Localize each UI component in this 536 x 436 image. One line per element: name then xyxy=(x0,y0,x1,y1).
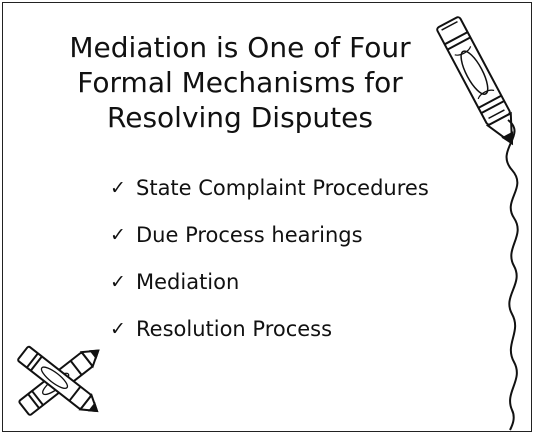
bullet-text: Resolution Process xyxy=(136,317,333,341)
bullet-item-resolution: ✓ Resolution Process xyxy=(110,317,429,341)
bullet-item-due-process: ✓ Due Process hearings xyxy=(110,223,429,247)
bullet-item-state-complaint: ✓ State Complaint Procedures xyxy=(110,176,429,200)
bullet-list: ✓ State Complaint Procedures ✓ Due Proce… xyxy=(110,176,429,364)
bullet-text: Due Process hearings xyxy=(136,223,363,247)
bullet-text: Mediation xyxy=(136,270,240,294)
title-line-3: Resolving Disputes xyxy=(107,101,373,134)
title-line-1: Mediation is One of Four xyxy=(69,31,411,64)
crayon-icon xyxy=(436,16,514,146)
check-icon: ✓ xyxy=(110,318,126,340)
slide-frame xyxy=(2,2,532,432)
squiggle-border xyxy=(505,119,519,431)
check-icon: ✓ xyxy=(110,271,126,293)
check-icon: ✓ xyxy=(110,224,126,246)
bullet-text: State Complaint Procedures xyxy=(136,176,429,200)
crossed-crayons-icon xyxy=(17,345,100,416)
bullet-item-mediation: ✓ Mediation xyxy=(110,270,429,294)
slide-title: Mediation is One of Four Formal Mechanis… xyxy=(30,30,450,135)
title-line-2: Formal Mechanisms for xyxy=(77,66,403,99)
check-icon: ✓ xyxy=(110,177,126,199)
